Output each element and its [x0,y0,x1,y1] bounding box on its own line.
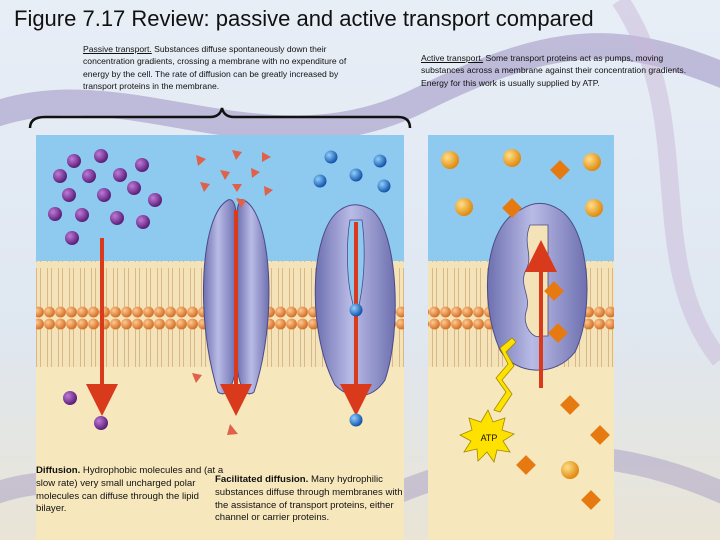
atp-burst [459,409,515,463]
passive-transport-caption: Passive transport. Substances diffuse sp… [83,43,353,93]
hydrophobic-molecules [48,149,162,430]
diffusion-description: Diffusion. Hydrophobic molecules and (at… [36,465,226,516]
channel-protein [203,199,270,395]
diffusion-term: Diffusion. [36,465,81,476]
atp-energy-bolt [493,337,517,413]
active-transport-caption: Active transport. Some transport protein… [421,52,691,89]
pump-protein [486,202,588,371]
active-transport-text: Some transport proteins act as pumps, mo… [421,53,687,88]
passive-brace [28,107,412,129]
carrier-solutes [313,150,391,427]
atp-label: ATP [480,433,498,443]
diffusion-text: Hydrophobic molecules and (at a slow rat… [36,465,224,515]
active-transport-term: Active transport. [421,53,484,63]
facilitated-diffusion-text: Many hydrophilic substances diffuse thro… [215,474,403,524]
figure-title: Figure 7.17 Review: passive and active t… [14,6,594,31]
facilitated-diffusion-description: Facilitated diffusion. Many hydrophilic … [215,474,415,525]
passive-transport-text: Substances diffuse spontaneously down th… [83,44,347,92]
passive-transport-term: Passive transport. [83,44,152,54]
facilitated-diffusion-term: Facilitated diffusion. [215,474,309,485]
channel-solutes [192,150,273,435]
pumped-solutes [441,149,610,510]
